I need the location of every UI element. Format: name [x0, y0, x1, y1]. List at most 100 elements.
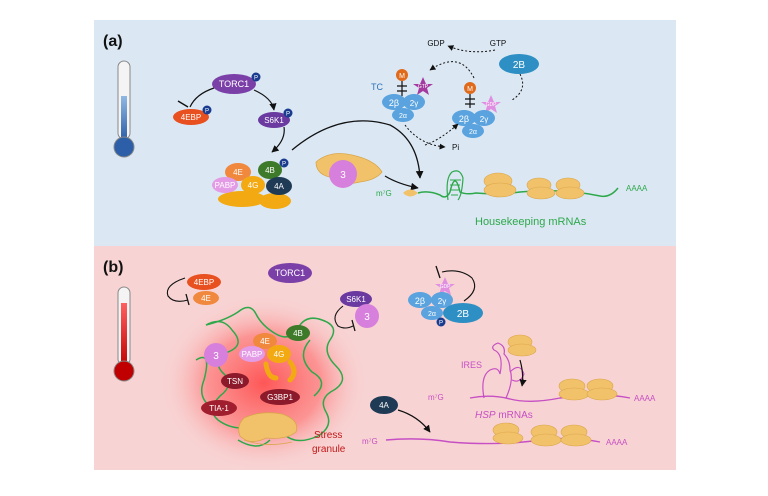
s6k1-label-a: S6K1 [264, 116, 284, 125]
ires-structure [482, 342, 512, 399]
recruitment-arrow [384, 175, 419, 191]
gtp-exchange-arrow [447, 45, 496, 53]
eif2-alpha-label: 2α [428, 311, 436, 318]
stem-loop [446, 170, 464, 201]
eif4b-node-sg [286, 325, 310, 341]
phospho-icon [202, 105, 212, 115]
tsn-label: TSN [227, 377, 243, 386]
eif4g-arm [263, 359, 297, 383]
eif2b-label-a: 2B [513, 60, 526, 71]
hsp-label: HSP [475, 410, 496, 421]
gtp-label: GTP [490, 39, 506, 48]
eif2b-label-b: 2B [457, 309, 470, 320]
mrna-strand [417, 180, 619, 198]
release-arrow [424, 123, 459, 146]
s6k1-eif3-complex-b: S6K1 3 [334, 291, 379, 332]
phospho-icon [283, 108, 293, 118]
stress-granule-label-2: granule [312, 444, 346, 455]
eif2b-node-a: 2B [499, 54, 539, 74]
methionine-icon [396, 69, 408, 81]
eif4g-label-sg: 4G [274, 350, 285, 359]
g3bp1-label: G3BP1 [267, 393, 293, 402]
gdp-small-label: GDP [486, 102, 498, 108]
pabp-label: PABP [215, 181, 236, 190]
eif2-alpha [392, 108, 414, 122]
ribosome-icon [555, 177, 585, 200]
stress-granule: 3 4E PABP 4G 4B TSN TIA-1 G3BP1 Stress g… [160, 295, 368, 471]
s6k1-label-b: S6K1 [346, 295, 366, 304]
housekeeping-mrna: m⁷G AAAA Housekeeping mRNAs [376, 170, 648, 228]
inhibition-bar [177, 100, 189, 108]
activation-arrow [271, 126, 285, 153]
eif4g-label: 4G [248, 181, 259, 190]
eif2-beta [382, 94, 406, 110]
gtp-small-label: GTP [418, 84, 429, 90]
initiation-complex-a: 4E PABP 4G 4B P 4A [212, 158, 292, 209]
fourebp-label-b: 4EBP [194, 278, 214, 287]
polya-label-ires: AAAA [634, 394, 656, 403]
fourebp-label-a: 4EBP [181, 113, 201, 122]
panel-a-label: (a) [103, 33, 123, 50]
eif2-gamma [431, 292, 453, 308]
m7g-label-ires: m⁷G [428, 393, 444, 402]
ribosome-icon [492, 422, 524, 445]
gdp-small-label: GDP [440, 284, 452, 290]
phospho-label: P [282, 162, 286, 168]
torc1-label-a: TORC1 [219, 79, 249, 89]
eif2-gamma [403, 94, 425, 110]
eif2-eif2b-complex-b: GDP 2β 2γ 2α P 2B [408, 265, 483, 327]
eif4b-node [258, 161, 282, 179]
ternary-complex-a: M GTP 2β 2γ 2α [382, 69, 433, 122]
hsp-ires-mrna: IRES m⁷G AAAA HSP mRNAs [428, 334, 656, 421]
recycle-arrow [429, 61, 475, 79]
eif4b-label-sg: 4B [293, 329, 303, 338]
hsp-mrna-suffix: mRNAs [496, 410, 533, 421]
s6k1-node-a: S6K1 P [258, 108, 293, 128]
g3bp1-node [260, 389, 300, 405]
methionine-icon [464, 82, 476, 94]
eif4e-node-b [193, 291, 219, 305]
inhibition-arrow [441, 270, 476, 302]
eif2-gamma-label: 2γ [480, 115, 488, 124]
ribosome-icon [558, 378, 590, 401]
thermometer-cold-icon [113, 60, 135, 158]
phospho-label: P [286, 112, 290, 118]
phospho-icon [279, 158, 289, 168]
eif4e-node [225, 163, 251, 181]
eif2-alpha-label: 2α [399, 113, 407, 120]
tia1-node [201, 400, 237, 416]
ribosome-icon [586, 378, 618, 401]
recruitment-arrow [291, 120, 424, 179]
polya-label-cap: AAAA [606, 438, 628, 447]
hsp-mrna-cap: m⁷G AAAA [362, 422, 628, 447]
phospho-label: P [254, 76, 258, 82]
eif3-label: 3 [340, 170, 346, 181]
torc1-node-a: TORC1 P [212, 72, 261, 94]
eif4a-label-b: 4A [379, 401, 389, 410]
eif3-label-sg: 3 [213, 351, 219, 362]
inhibition-arrow [166, 277, 189, 302]
eif2-beta [408, 292, 432, 308]
inhibition-bar [351, 319, 356, 332]
activation-arrow [253, 89, 277, 111]
tia1-label: TIA-1 [209, 404, 229, 413]
hydrolysis-arrow [404, 124, 446, 150]
eif2-beta-label: 2β [459, 114, 469, 124]
cap-icon [403, 189, 418, 197]
ires-recruit-arrow [519, 359, 527, 387]
inhibition-arrow [189, 87, 215, 108]
ribosome-icon [238, 412, 298, 445]
ribosome-icon [560, 424, 592, 447]
eif2-alpha-label: 2α [469, 129, 477, 136]
eif4e-label-b: 4E [201, 294, 211, 303]
ribosome-icon [526, 177, 556, 200]
gtp-star-icon [413, 77, 433, 95]
pabp-label-sg: PABP [242, 350, 263, 359]
eif3-node [329, 160, 357, 188]
stress-granule-label-1: Stress [314, 430, 342, 441]
pabp-node-sg [239, 346, 265, 362]
eif4e-label-sg: 4E [260, 337, 270, 346]
gdp-star-icon [481, 95, 501, 113]
inhibition-bar [185, 293, 190, 306]
polya-label-a: AAAA [626, 184, 648, 193]
